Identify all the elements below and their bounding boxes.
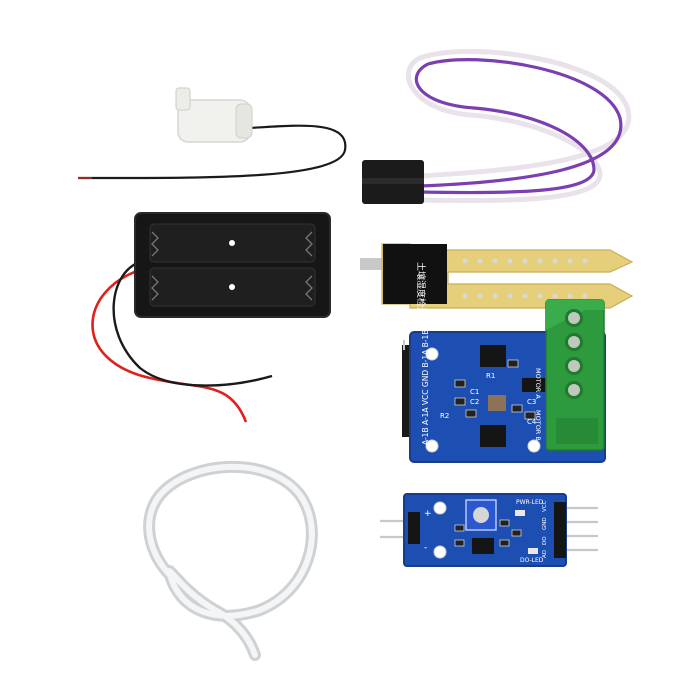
silicone-tube — [143, 460, 318, 661]
terminal-base — [556, 418, 598, 444]
pwr-led — [515, 510, 525, 516]
driver-label-c4: C4 — [527, 418, 537, 426]
sensor-header-right — [554, 502, 566, 558]
battery-holder — [91, 212, 331, 423]
driver-label-r2: R2 — [440, 412, 449, 420]
dupont-wire-purple — [414, 58, 623, 195]
sensor-mount-hole-1 — [433, 501, 447, 515]
battery-red-wire — [91, 268, 248, 423]
driver-label-motor-a: MOTOR A — [534, 368, 542, 399]
sensor-header-left — [408, 512, 420, 544]
battery-spring-right — [305, 231, 313, 301]
driver-chip-3 — [522, 378, 546, 392]
driver-mount-hole-2 — [425, 439, 439, 453]
sensor-chip — [472, 538, 494, 554]
sensor-smd-parts — [454, 519, 522, 547]
driver-mount-hole-3 — [527, 439, 541, 453]
sensor-pin-vcc: VCC — [542, 500, 548, 512]
soil-moisture-probe: 土壤湿度检测 — [360, 243, 634, 316]
probe-label: 土壤湿度检测 — [415, 262, 427, 316]
battery-black-wire — [112, 260, 273, 387]
driver-label-c3: C3 — [527, 398, 536, 406]
sensor-plus: + — [424, 509, 432, 519]
dupont-cable — [362, 49, 632, 204]
driver-chip-2 — [480, 425, 506, 447]
pump-cable — [77, 124, 347, 180]
dupont-connector-ridge — [362, 178, 424, 184]
driver-capacitor — [488, 395, 506, 411]
sensor-pin-do: DO — [542, 536, 548, 545]
sensor-right-pins — [566, 506, 598, 552]
pump-outlet — [175, 87, 191, 111]
mini-water-pump — [77, 87, 347, 180]
potentiometer-knob — [473, 507, 489, 523]
driver-chip-1 — [480, 345, 506, 367]
driver-mount-hole-1 — [425, 347, 439, 361]
driver-smd-parts — [454, 359, 536, 420]
driver-label-c2: C2 — [470, 398, 479, 406]
tube-outer — [143, 460, 318, 661]
terminal-screws — [565, 309, 583, 399]
do-led — [528, 548, 538, 554]
battery-hole-top — [229, 240, 235, 246]
do-led-label: DO-LED — [520, 557, 544, 564]
motor-driver-board: A-1B A-1A VCC GND B-1A B-1B C1 C2 C3 C4 … — [402, 299, 606, 463]
driver-pin-labels: A-1B A-1A VCC GND B-1A B-1B — [421, 330, 430, 445]
pwr-led-label: PWR-LED — [516, 499, 544, 506]
driver-label-r1: R1 — [486, 372, 495, 380]
sensor-module: + - PWR-LED DO-LED VCC GND DO AO — [380, 493, 598, 567]
tube-inner — [146, 463, 315, 658]
pump-end-cap — [235, 103, 253, 139]
battery-spring-left — [151, 231, 159, 301]
probe-pins — [360, 258, 386, 270]
sensor-minus: - — [424, 543, 427, 553]
sensor-pin-ao: AO — [542, 549, 548, 558]
sensor-mount-hole-2 — [433, 545, 447, 559]
probe-traces — [462, 258, 588, 299]
sensor-pin-gnd: GND — [542, 517, 548, 530]
probe-black-label — [383, 244, 447, 304]
battery-hole-bottom — [229, 284, 235, 290]
driver-label-motor-b: MOTOR B — [534, 410, 542, 441]
driver-label-c1: C1 — [470, 388, 479, 396]
